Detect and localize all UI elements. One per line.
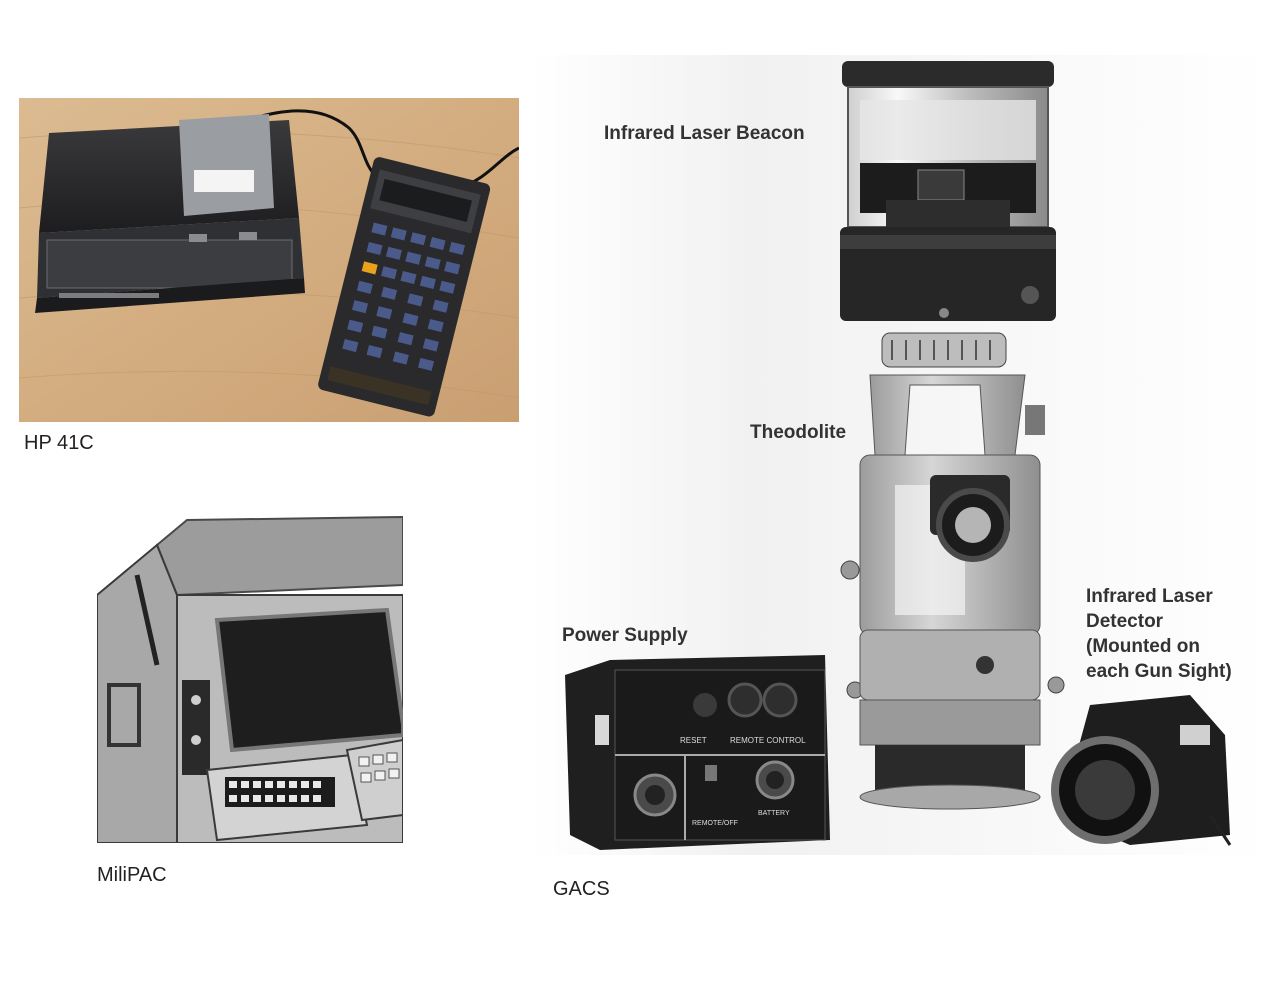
- label-theodolite: Theodolite: [750, 422, 847, 443]
- hp41c-photo: [19, 98, 519, 422]
- battery-label: BATTERY: [758, 810, 790, 817]
- caption-milipac: MiliPAC: [97, 864, 167, 886]
- remote-off-label: REMOTE/OFF: [692, 820, 738, 827]
- theodolite: [840, 332, 1065, 810]
- reset-label: RESET: [680, 736, 707, 745]
- milipac-photo: [97, 515, 403, 843]
- detector-line-3: (Mounted on: [1086, 636, 1200, 657]
- label-power-supply: Power Supply: [562, 625, 688, 646]
- thermal-printer: [35, 114, 305, 313]
- remote-control-label: REMOTE CONTROL: [730, 736, 806, 745]
- gacs-photo: RESET REMOTE CONTROL REMOTE/OFF BATTERY: [530, 55, 1270, 855]
- power-supply-unit: RESET REMOTE CONTROL REMOTE/OFF BATTERY: [565, 655, 830, 850]
- label-infrared-laser-detector: Infrared Laser Detector (Mounted on each…: [1086, 584, 1232, 684]
- caption-hp41c: HP 41C: [24, 432, 94, 454]
- milipac-screen: [214, 607, 403, 753]
- caption-gacs: GACS: [553, 878, 610, 900]
- label-infrared-laser-beacon: Infrared Laser Beacon: [604, 123, 805, 144]
- hp41c-calculator: [318, 157, 491, 417]
- detector-line-2: Detector: [1086, 611, 1164, 632]
- detector-line-4: each Gun Sight): [1086, 661, 1232, 682]
- infrared-laser-beacon: [840, 61, 1056, 321]
- case-lid: [155, 515, 403, 597]
- detector-line-1: Infrared Laser: [1086, 586, 1213, 607]
- infrared-laser-detector: [1051, 695, 1232, 846]
